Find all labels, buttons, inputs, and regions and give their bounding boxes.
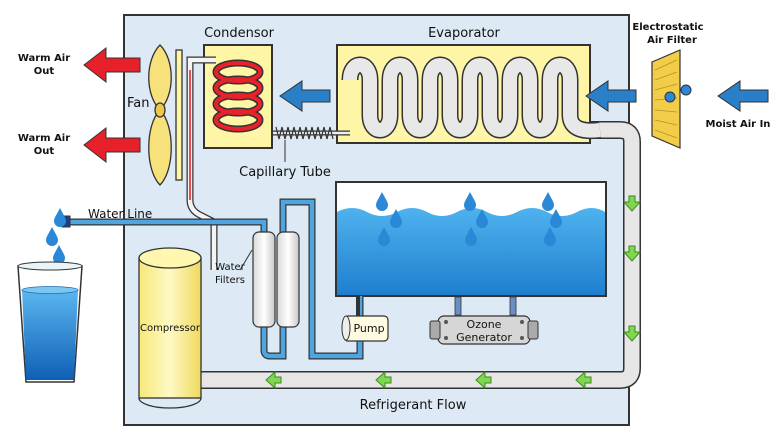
fan [148,44,183,186]
water-filters-label-2: Filters [215,275,245,286]
evaporator-label: Evaporator [428,26,500,41]
water-line [61,198,364,360]
dispensed-water-drops [46,208,66,264]
electrostatic-air-filter [651,49,692,149]
evaporator [336,44,602,144]
air-flow-arrows [279,80,769,112]
refrigerant-flow-label: Refrigerant Flow [360,398,467,413]
refrigerant-flow-arrows [265,195,642,390]
compressor [138,247,202,409]
water-filters [239,231,300,328]
warm-air-out-2-line1: Warm Air [18,133,70,144]
condenser-label: Condensor [204,26,274,41]
ozone-label-1: Ozone [467,318,502,331]
capillary-tube-label: Capillary Tube [239,165,331,180]
warm-air-out-2-line2: Out [34,146,55,157]
warm-air-out-1-line1: Warm Air [18,53,70,64]
water-line-label: Water Line [88,207,152,221]
fan-label: Fan [127,96,150,111]
ozone-generator [429,296,539,345]
ozone-label-2: Generator [456,331,512,344]
compressor-label: Compressor [140,323,201,334]
warm-air-arrows [83,46,141,164]
condenser [186,44,273,270]
water-glass [17,261,83,383]
moist-air-in-label: Moist Air In [706,119,771,130]
pump [341,296,389,342]
capillary-tube [262,126,350,162]
electrostatic-filter-label-1: Electrostatic [632,22,703,33]
water-filters-label-1: Water [215,262,245,273]
warm-air-out-1-line2: Out [34,66,55,77]
electrostatic-filter-label-2: Air Filter [647,35,697,46]
pump-label: Pump [353,322,384,335]
